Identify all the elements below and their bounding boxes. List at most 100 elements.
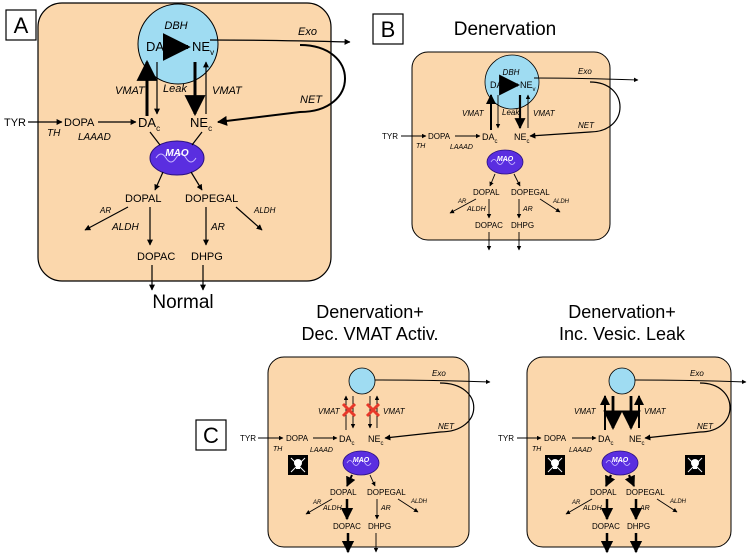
- th-label: TH: [273, 446, 283, 453]
- aldh-left-label: ALDH: [111, 222, 139, 233]
- ne-c-label: NEc: [190, 115, 212, 133]
- th-label: TH: [416, 143, 426, 150]
- panel-c-left: Denervation+ Dec. VMAT Activ. Exo NET VM…: [240, 302, 491, 554]
- aldh-left-label: ALDH: [582, 505, 603, 512]
- dopac-label: DOPAC: [475, 221, 503, 230]
- mao-dopal-arrow: [154, 171, 164, 191]
- mao-dopal-arrow: [604, 474, 616, 488]
- mao-icon: [601, 450, 639, 476]
- da-c-label: DAc: [598, 434, 614, 447]
- net-arrow: [529, 81, 621, 139]
- vmat-right-label: VMAT: [644, 407, 667, 416]
- ar-left-label: AR: [457, 199, 467, 205]
- panel-a: A DBH DAv NEv Exo NET VMAT Leak VMAT TYR…: [4, 2, 351, 313]
- net-label: NET: [697, 422, 714, 431]
- tyr-label: TYR: [382, 132, 398, 141]
- laaad-label: LAAAD: [569, 447, 592, 454]
- dopegal-label: DOPEGAL: [185, 193, 238, 205]
- vmat-right-label: VMAT: [383, 407, 406, 416]
- dopegal-aldh-arrow: [656, 498, 678, 513]
- panel-label-box: [372, 13, 404, 45]
- vmat-right-label: VMAT: [212, 85, 243, 97]
- net-arrow: [217, 44, 346, 126]
- net-arrow: [644, 382, 731, 441]
- exo-arrow: [209, 38, 351, 45]
- dopa-label: DOPA: [286, 434, 309, 443]
- mao-dopegal-arrow: [369, 474, 376, 487]
- ne-c-label: NEc: [514, 132, 530, 145]
- cell-body: [411, 51, 611, 241]
- net-label: NET: [438, 422, 455, 431]
- ne-v-label: NEv: [520, 80, 536, 93]
- aldh-right-label: ALDH: [410, 499, 428, 505]
- ar-left-label: AR: [99, 206, 111, 215]
- dopal-label: DOPAL: [473, 188, 500, 197]
- dopal-label: DOPAL: [125, 193, 161, 205]
- exo-label: Exo: [432, 369, 446, 378]
- laaad-label: LAAAD: [310, 447, 333, 454]
- mao-label: MAO: [612, 457, 629, 464]
- mao-dopal-arrow: [346, 474, 356, 487]
- ne-mao-line: [191, 131, 203, 146]
- dopa-label: DOPA: [544, 434, 567, 443]
- panel-label: B: [381, 17, 396, 42]
- panel-c-right: Denervation+ Inc. Vesic. Leak Exo NET VM…: [498, 302, 747, 554]
- dopal-label: DOPAL: [590, 488, 617, 497]
- skull-toxicity-icon: [685, 455, 705, 475]
- dopal-label: DOPAL: [330, 488, 357, 497]
- dopegal-aldh-arrow: [397, 498, 419, 513]
- vmat-left-label: VMAT: [318, 407, 341, 416]
- dopal-ar-arrow: [305, 498, 333, 515]
- aldh-left-label: ALDH: [322, 505, 343, 512]
- tyr-label: TYR: [498, 434, 514, 443]
- mao-cristae-icon: [605, 460, 631, 466]
- dopac-label: DOPAC: [592, 522, 620, 531]
- aldh-right-label: ALDH: [669, 499, 687, 505]
- ar-mid-label: AR: [380, 505, 391, 512]
- dopegal-label: DOPEGAL: [367, 488, 406, 497]
- dhpg-label: DHPG: [191, 251, 223, 263]
- aldh-right-label: ALDH: [253, 206, 276, 215]
- caption-line2: Dec. VMAT Activ.: [301, 324, 438, 344]
- panel-label: C: [203, 423, 219, 448]
- dopegal-aldh-arrow: [539, 198, 561, 213]
- ar-left-label: AR: [571, 500, 581, 506]
- exo-arrow: [374, 379, 491, 385]
- cell-body: [526, 356, 732, 548]
- th-label: TH: [532, 446, 542, 453]
- exo-arrow: [634, 379, 747, 385]
- mao-label: MAO: [353, 457, 370, 464]
- tyr-label: TYR: [4, 117, 26, 129]
- mao-dopegal-arrow: [513, 173, 521, 187]
- ar-left-label: AR: [312, 500, 322, 506]
- panel-label-box: [195, 419, 227, 451]
- panel-label: A: [14, 13, 29, 38]
- mao-dopegal-arrow: [190, 171, 203, 191]
- panel-label-box: [5, 9, 37, 41]
- vmat-right-label: VMAT: [533, 109, 556, 118]
- ar-mid-label: AR: [522, 206, 533, 213]
- dopa-label: DOPA: [64, 117, 95, 129]
- tyr-label: TYR: [240, 434, 256, 443]
- dhpg-label: DHPG: [368, 522, 391, 531]
- laaad-label: LAAAD: [78, 132, 111, 143]
- x-mark-left-icon: [341, 402, 357, 418]
- mao-dopal-arrow: [489, 173, 496, 187]
- mao-icon: [149, 140, 205, 176]
- mao-cristae-icon: [490, 159, 516, 165]
- caption-line2: Inc. Vesic. Leak: [559, 324, 686, 344]
- dopac-label: DOPAC: [137, 251, 175, 263]
- mao-cristae-icon: [155, 153, 197, 163]
- leak-label: Leak: [502, 108, 520, 117]
- dopa-label: DOPA: [428, 132, 451, 141]
- panel-c: C Denervation+ Dec. VMAT Activ. Exo NET: [195, 302, 747, 554]
- dopal-ar-arrow: [449, 198, 477, 214]
- dopal-ar-arrow: [84, 206, 129, 231]
- mao-dopegal-arrow: [624, 474, 636, 488]
- mao-icon: [486, 149, 524, 175]
- exo-label: Exo: [690, 369, 704, 378]
- skull-toxicity-icon: [545, 455, 565, 475]
- exo-arrow: [533, 77, 639, 83]
- vmat-left-label: VMAT: [462, 109, 485, 118]
